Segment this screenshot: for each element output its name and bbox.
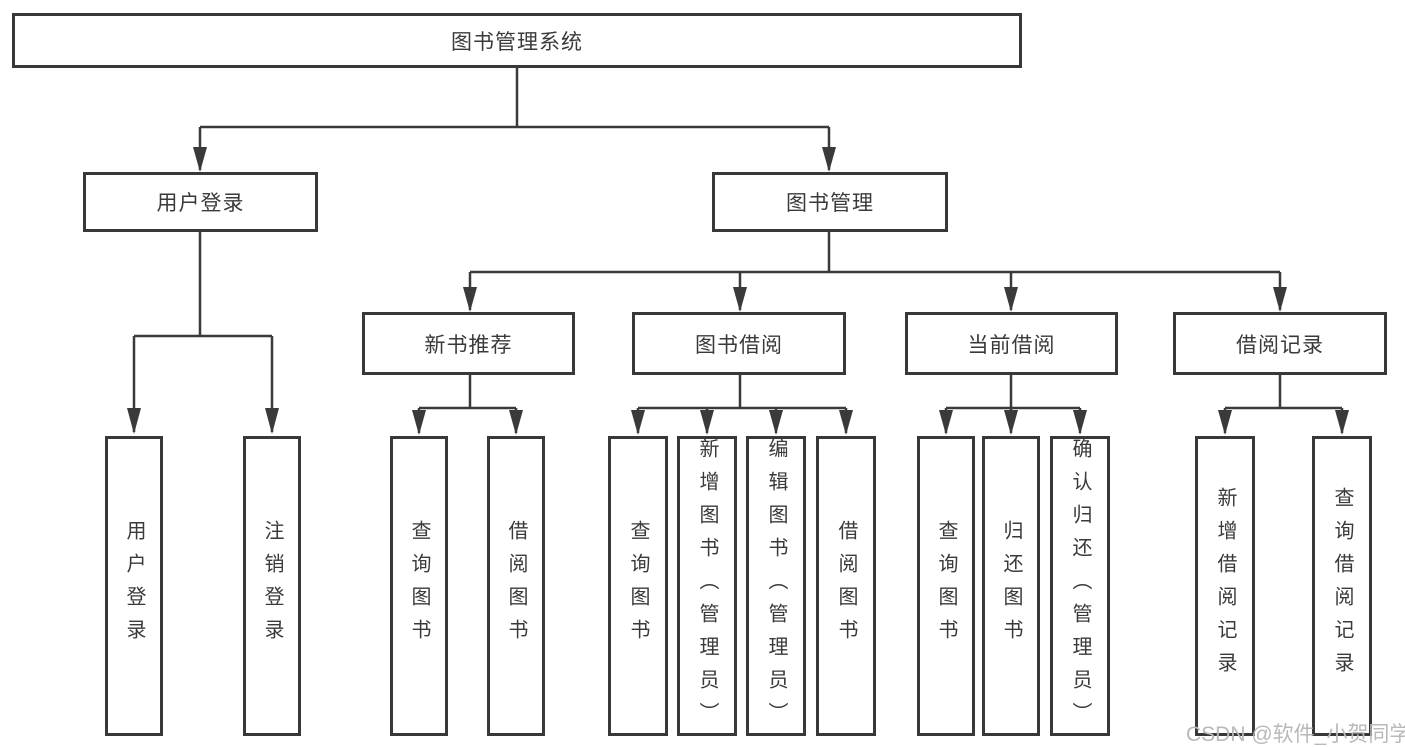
node-book-management: 图书管理 bbox=[712, 172, 948, 232]
node-label: 用户登录 bbox=[156, 192, 245, 215]
node-current-borrow: 当前借阅 bbox=[905, 312, 1118, 375]
csdn-watermark: CSDN @软件_小贺同学 bbox=[1186, 723, 1405, 746]
node-new-book-recommend: 新书推荐 bbox=[362, 312, 575, 375]
node-label: 新书推荐 bbox=[424, 333, 513, 357]
node-user-login: 用户登录 bbox=[83, 172, 318, 232]
leaf-logout: 注销登录 bbox=[243, 436, 301, 736]
leaf-add-borrow-record: 新增借阅记录 bbox=[1195, 436, 1255, 736]
node-borrow-records: 借阅记录 bbox=[1173, 312, 1387, 375]
leaf-label: 新增图书（管理员） bbox=[696, 437, 718, 735]
leaf-add-books-admin: 新增图书（管理员） bbox=[677, 436, 737, 736]
leaf-label: 查询图书 bbox=[408, 520, 430, 652]
leaf-label: 确认归还（管理员） bbox=[1069, 437, 1091, 735]
leaf-label: 借阅图书 bbox=[835, 520, 857, 652]
leaf-user-login: 用户登录 bbox=[105, 436, 163, 736]
node-label: 图书管理 bbox=[786, 192, 874, 215]
leaf-label: 新增借阅记录 bbox=[1214, 487, 1236, 685]
leaf-edit-books-admin: 编辑图书（管理员） bbox=[746, 436, 806, 736]
node-label: 借阅记录 bbox=[1236, 333, 1324, 357]
leaf-label: 归还图书 bbox=[1000, 520, 1022, 652]
node-book-borrow: 图书借阅 bbox=[632, 312, 846, 375]
leaf-label: 查询图书 bbox=[627, 520, 649, 652]
leaf-label: 注销登录 bbox=[261, 520, 283, 652]
leaf-query-borrow-record: 查询借阅记录 bbox=[1312, 436, 1372, 736]
leaf-label: 查询图书 bbox=[935, 520, 957, 652]
leaf-label: 查询借阅记录 bbox=[1331, 487, 1353, 685]
arrowheads bbox=[127, 147, 1349, 435]
node-label: 图书管理系统 bbox=[451, 30, 583, 54]
leaf-query-books: 查询图书 bbox=[608, 436, 668, 736]
leaf-query-books: 查询图书 bbox=[917, 436, 975, 736]
leaf-label: 用户登录 bbox=[123, 520, 145, 652]
leaf-confirm-return-admin: 确认归还（管理员） bbox=[1050, 436, 1110, 736]
node-library-management-system: 图书管理系统 bbox=[12, 13, 1022, 68]
leaf-label: 编辑图书（管理员） bbox=[765, 437, 787, 735]
leaf-label: 借阅图书 bbox=[505, 520, 527, 652]
leaf-return-books: 归还图书 bbox=[982, 436, 1040, 736]
leaf-query-books: 查询图书 bbox=[390, 436, 448, 736]
leaf-borrow-books: 借阅图书 bbox=[487, 436, 545, 736]
node-label: 图书借阅 bbox=[695, 333, 783, 357]
leaf-borrow-books: 借阅图书 bbox=[816, 436, 876, 736]
node-label: 当前借阅 bbox=[967, 333, 1056, 357]
